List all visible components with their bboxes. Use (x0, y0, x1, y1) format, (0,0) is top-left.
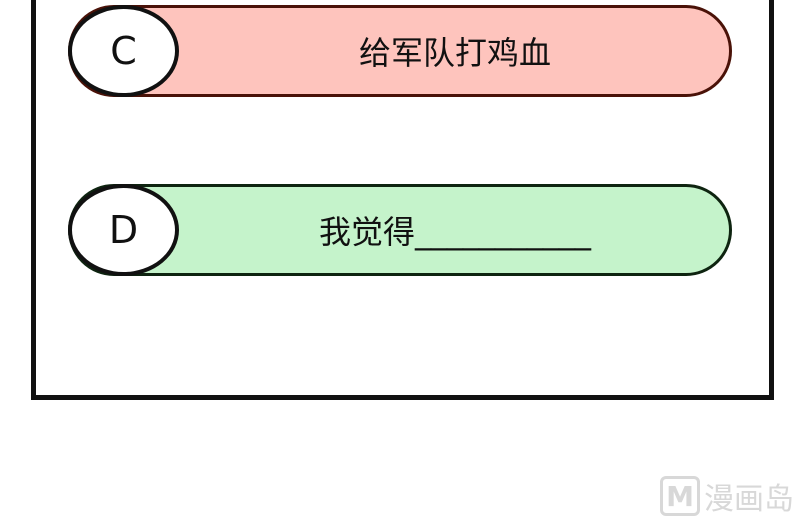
watermark-logo-icon: M (660, 476, 700, 516)
option-text: 给军队打鸡血 (358, 34, 551, 72)
watermark-text: 漫画岛 (704, 482, 794, 517)
watermark: M 漫画岛 (660, 474, 794, 518)
option-c-button[interactable]: C 给军队打鸡血 (68, 5, 732, 97)
option-letter: C (68, 5, 179, 97)
panel-frame (31, 0, 774, 400)
option-d-button[interactable]: D 我觉得___________ (68, 184, 732, 276)
option-text: 我觉得___________ (318, 213, 591, 251)
option-letter: D (68, 184, 179, 276)
